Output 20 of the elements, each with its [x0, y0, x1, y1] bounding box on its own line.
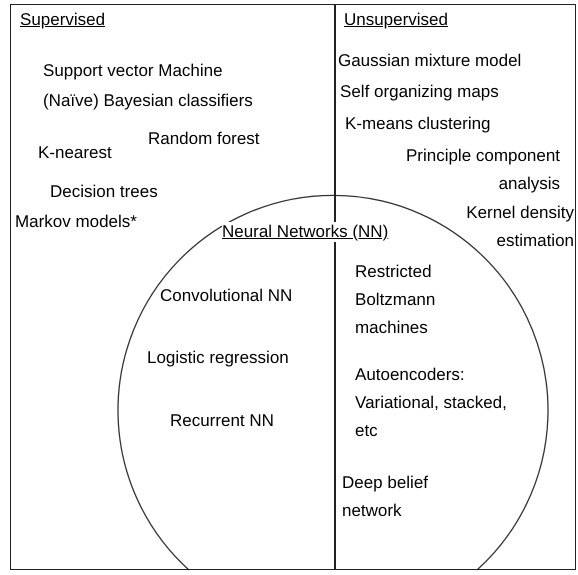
method-label: Markov models*	[15, 211, 137, 233]
method-label: Principle component analysis	[404, 145, 560, 195]
category-heading: Unsupervised	[344, 10, 448, 30]
method-label: Self organizing maps	[340, 81, 499, 103]
method-label: Support vector Machine	[43, 60, 223, 82]
method-label: Autoencoders: Variational, stacked, etc	[355, 364, 508, 442]
method-label: Logistic regression	[147, 347, 289, 369]
method-label: Gaussian mixture model	[338, 50, 522, 72]
method-label: (Naïve) Bayesian classifiers	[43, 90, 253, 112]
method-label: Convolutional NN	[160, 285, 292, 307]
method-label: Kernel density estimation	[465, 202, 574, 252]
category-heading: Supervised	[20, 10, 106, 30]
method-label: Decision trees	[50, 181, 158, 203]
method-label: K-nearest	[38, 142, 112, 164]
method-label: Recurrent NN	[170, 410, 274, 432]
method-label: Random forest	[148, 128, 260, 150]
method-label: Restricted Boltzmann machines	[355, 261, 436, 339]
category-heading: Neural Networks (NN)	[222, 222, 388, 242]
method-label: Deep belief network	[342, 472, 430, 522]
method-label: K-means clustering	[345, 113, 491, 135]
